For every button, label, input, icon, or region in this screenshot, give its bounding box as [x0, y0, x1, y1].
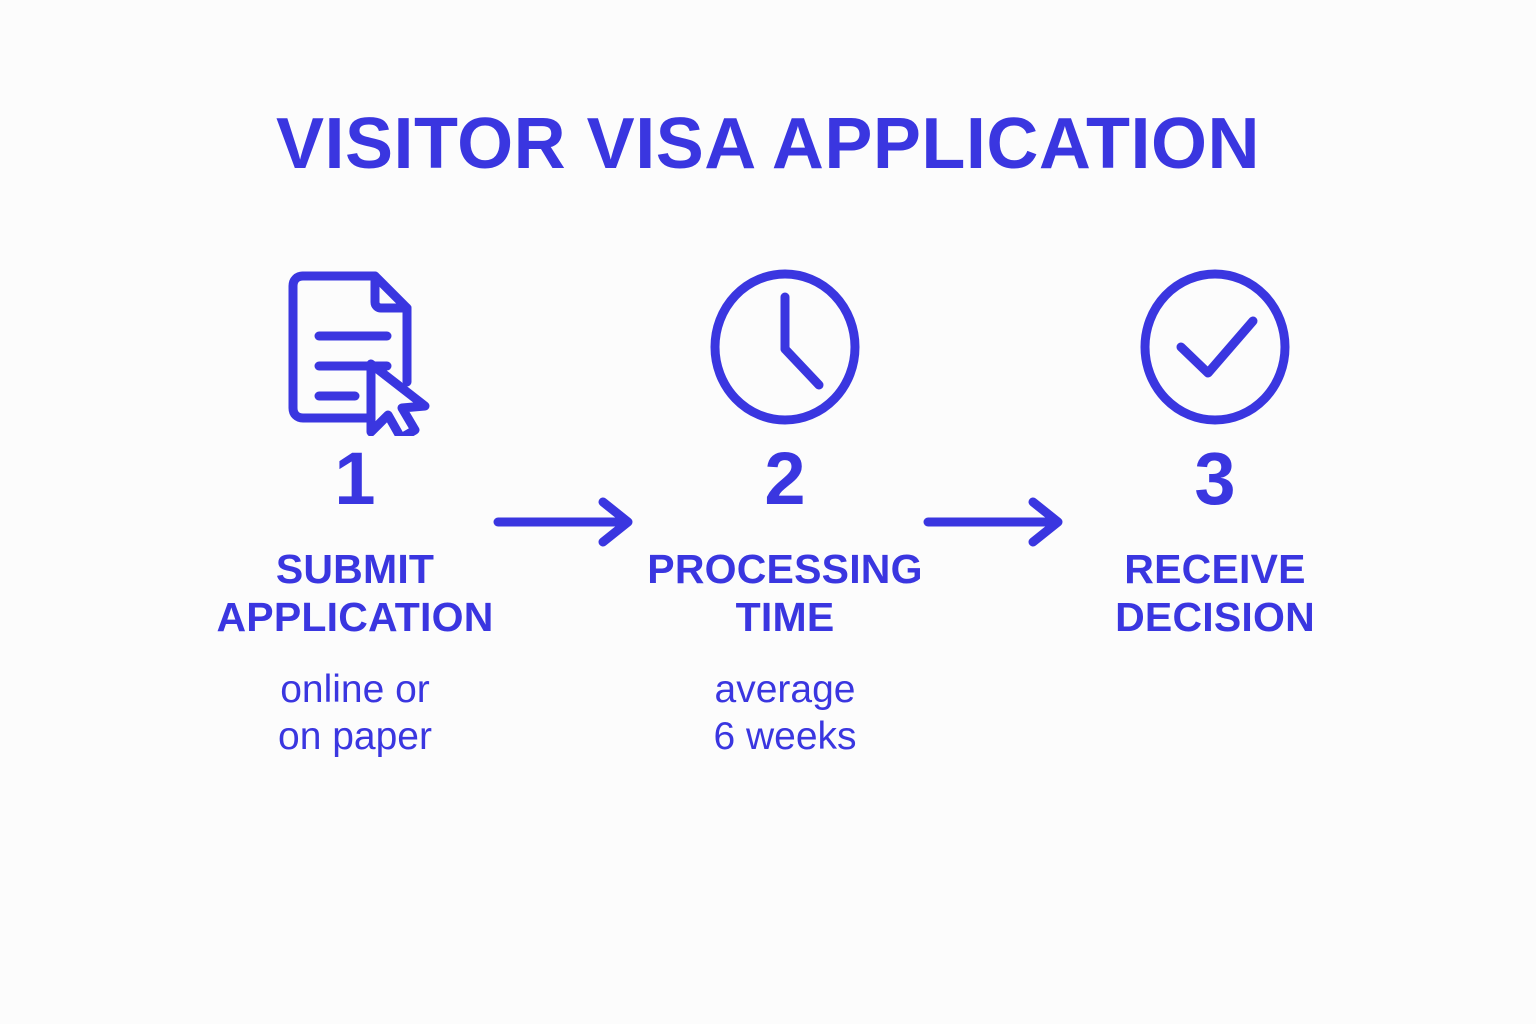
step-1-title: SUBMIT APPLICATION — [175, 546, 535, 641]
step-1-title-line-1: SUBMIT — [275, 546, 435, 592]
step-3-icon-wrap — [1035, 258, 1395, 436]
step-1-icon-wrap — [175, 258, 535, 436]
connector-2 — [920, 496, 1070, 548]
step-1-title-line-2: APPLICATION — [216, 593, 494, 640]
step-item-1: 1 SUBMIT APPLICATION online or on paper — [175, 258, 535, 761]
arrow-right-icon — [490, 496, 640, 548]
steps-row: 1 SUBMIT APPLICATION online or on paper — [0, 258, 1536, 878]
step-2-title-line-1: PROCESSING — [647, 546, 923, 592]
check-circle-icon — [1135, 265, 1295, 429]
document-cursor-icon — [267, 258, 443, 436]
step-3-number: 3 — [1194, 437, 1236, 520]
step-2-title-line-2: TIME — [735, 593, 835, 640]
step-2-number: 2 — [764, 437, 806, 520]
step-1-caption-line-1: online or — [280, 668, 430, 712]
step-1-caption: online or on paper — [175, 667, 535, 761]
page-title: VISITOR VISA APPLICATION — [275, 104, 1261, 184]
arrow-right-icon — [920, 496, 1070, 548]
step-2-caption: average 6 weeks — [605, 667, 965, 761]
step-2-icon-wrap — [605, 258, 965, 436]
step-item-2: 2 PROCESSING TIME average 6 weeks — [605, 258, 965, 761]
step-item-3: 3 RECEIVE DECISION — [1035, 258, 1395, 667]
connector-1 — [490, 496, 640, 548]
step-2-title: PROCESSING TIME — [605, 546, 965, 641]
step-3-title: RECEIVE DECISION — [1035, 546, 1395, 641]
step-3-title-line-2: DECISION — [1115, 593, 1315, 640]
clock-icon — [705, 265, 865, 429]
step-1-caption-line-2: on paper — [278, 714, 432, 758]
step-2-caption-line-1: average — [714, 668, 856, 712]
step-1-number: 1 — [334, 437, 376, 520]
step-3-title-line-1: RECEIVE — [1124, 546, 1306, 592]
step-2-caption-line-2: 6 weeks — [713, 714, 857, 758]
